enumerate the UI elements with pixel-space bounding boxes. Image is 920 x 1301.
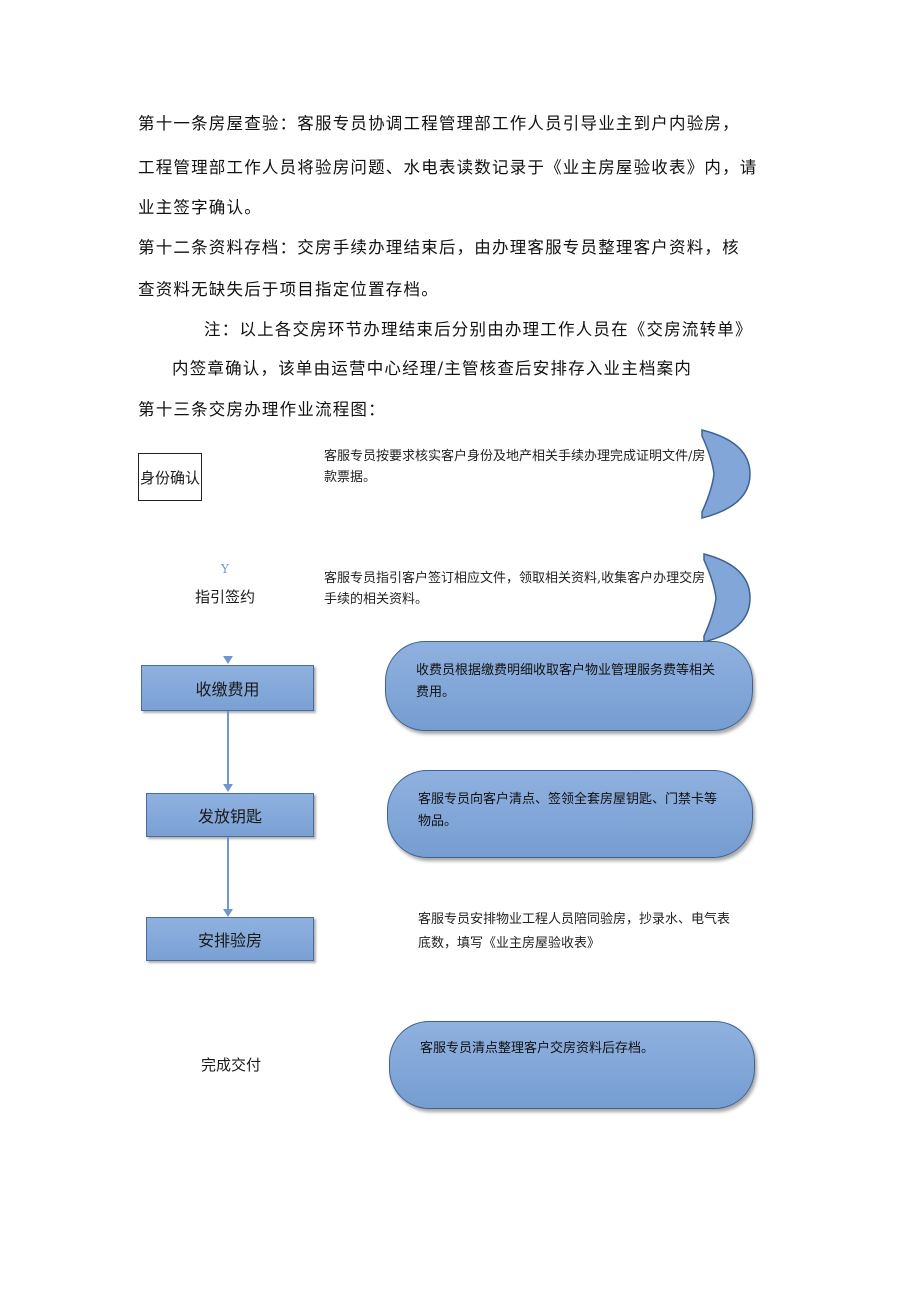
flow-desc-signing-bracket <box>703 553 751 643</box>
flow-step-signing-label: 指引签约 <box>195 588 256 606</box>
flow-step-fees-box: 收缴费用 <box>141 665 314 711</box>
paragraph-article-11-line3: 业主签字确认。 <box>138 198 262 217</box>
paragraph-article-11-line2: 工程管理部工作人员将验房问题、水电表读数记录于《业主房屋验收表》内，请 <box>138 158 758 177</box>
flow-desc-identity: 客服专员按要求核实客户身份及地产相关手续办理完成证明文件/房款票据。 <box>324 449 706 485</box>
flow-desc-keys: 客服专员向客户清点、签领全套房屋钥匙、门禁卡等物品。 <box>387 770 753 858</box>
flow-stray-mark: Y <box>221 562 229 576</box>
flow-step-inspection-box: 安排验房 <box>146 917 314 961</box>
paragraph-article-13-title: 第十三条交房办理作业流程图： <box>138 400 386 419</box>
flow-step-keys-box: 发放钥匙 <box>146 793 314 837</box>
paragraph-note-line1: 注：以上各交房环节办理结束后分别由办理工作人员在《交房流转单》 <box>204 320 753 339</box>
flow-arrow-head-keys <box>223 784 233 792</box>
paragraph-note-line2: 内签章确认，该单由运营中心经理/主管核查后安排存入业主档案内 <box>172 359 693 378</box>
flow-arrow-head-inspection <box>223 909 233 917</box>
paragraph-article-12-line2: 查资料无缺失后于项目指定位置存档。 <box>138 280 439 299</box>
flow-desc-fees-text: 收费员根据缴费明细收取客户物业管理服务费等相关费用。 <box>416 663 716 700</box>
flow-arrow-head-fees <box>223 656 233 664</box>
paragraph-article-12-line1: 第十二条资料存档：交房手续办理结束后，由办理客服专员整理客户资料，核 <box>138 238 740 257</box>
flow-step-fees-label: 收缴费用 <box>195 680 260 699</box>
paragraph-article-11-line1: 第十一条房屋查验：客服专员协调工程管理部工作人员引导业主到户内验房， <box>138 114 740 133</box>
flow-desc-delivery: 客服专员清点整理客户交房资料后存档。 <box>389 1021 755 1109</box>
flow-desc-delivery-text: 客服专员清点整理客户交房资料后存档。 <box>420 1041 655 1056</box>
flow-arrow-keys-to-inspection <box>227 837 229 910</box>
flow-desc-fees: 收费员根据缴费明细收取客户物业管理服务费等相关费用。 <box>385 641 753 731</box>
flow-step-inspection-label: 安排验房 <box>197 931 262 950</box>
flow-step-keys-label: 发放钥匙 <box>197 807 262 826</box>
flow-desc-keys-text: 客服专员向客户清点、签领全套房屋钥匙、门禁卡等物品。 <box>418 792 718 829</box>
flow-arrow-fees-to-keys <box>227 711 229 785</box>
flow-desc-signing: 客服专员指引客户签订相应文件，领取相关资料,收集客户办理交房手续的相关资料。 <box>324 571 706 607</box>
flow-desc-identity-bracket <box>701 429 751 519</box>
flow-step-delivery-label: 完成交付 <box>201 1056 262 1074</box>
flow-step-identity-box: 身份确认 <box>138 453 202 501</box>
flow-desc-inspection: 客服专员安排物业工程人员陪同验房，抄录水、电气表底数，填写《业主房屋验收表》 <box>418 912 731 951</box>
flow-step-identity-label: 身份确认 <box>139 468 200 487</box>
